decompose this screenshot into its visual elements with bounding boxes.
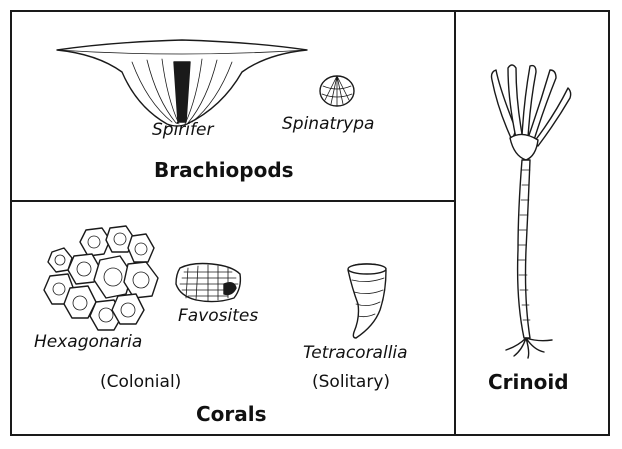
spinatrypa-illustration — [319, 75, 355, 107]
corals-heading: Corals — [196, 402, 267, 426]
crinoid-panel: Crinoid — [454, 10, 610, 436]
spirifer-label: Spirifer — [152, 120, 214, 140]
crinoid-heading: Crinoid — [488, 370, 569, 394]
hexagonaria-illustration — [43, 225, 159, 331]
tetracorallia-label: Tetracorallia — [303, 343, 408, 363]
favosites-illustration — [175, 262, 242, 303]
spirifer-illustration — [56, 39, 308, 127]
tetracorallia-illustration — [347, 263, 387, 339]
corals-panel: Hexagonaria Favosites Tetracorallia (Col… — [10, 200, 456, 436]
solitary-label: (Solitary) — [312, 372, 391, 392]
brachiopods-heading: Brachiopods — [154, 158, 294, 182]
crinoid-illustration — [490, 64, 572, 359]
brachiopods-panel: Spirifer Spinatrypa Brachiopods — [10, 10, 456, 202]
hexagonaria-label: Hexagonaria — [34, 332, 143, 352]
colonial-label: (Colonial) — [100, 372, 182, 392]
spinatrypa-label: Spinatrypa — [282, 114, 375, 134]
favosites-label: Favosites — [178, 306, 259, 326]
